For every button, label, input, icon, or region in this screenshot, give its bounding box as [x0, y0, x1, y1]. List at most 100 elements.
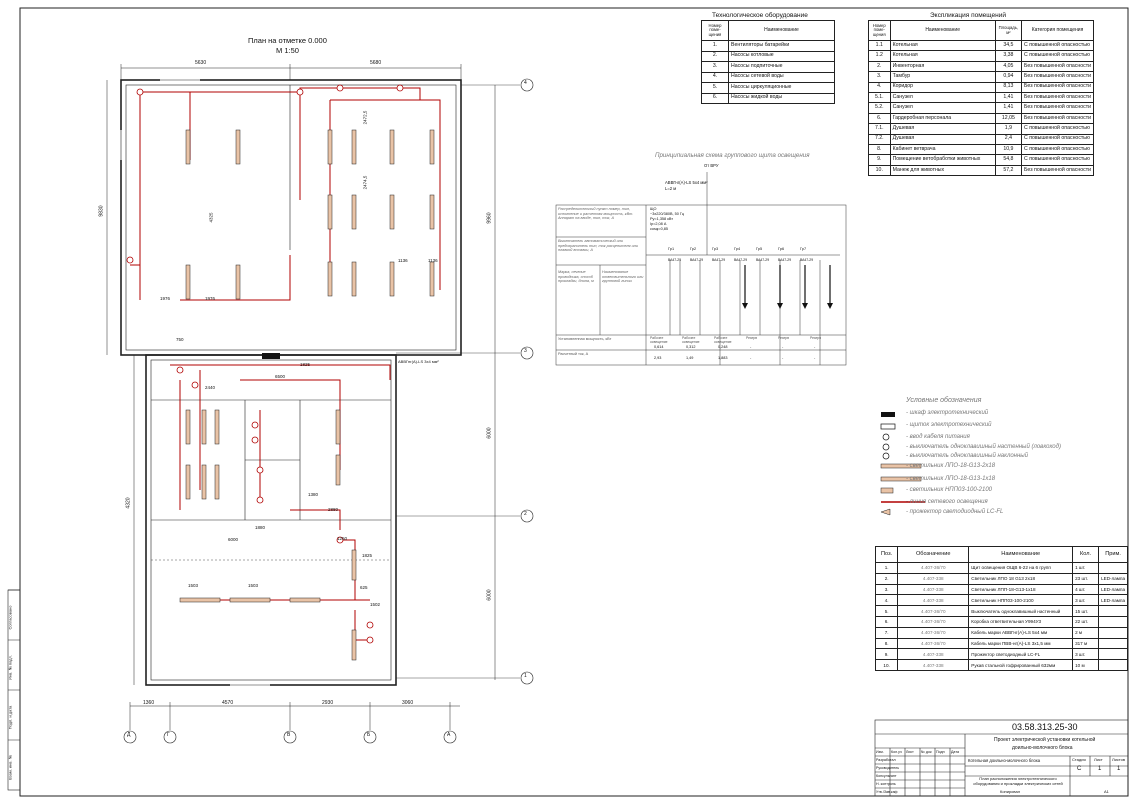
tb-col-header: Подп [936, 750, 945, 754]
spec-cell: 4.407-36/70 [897, 626, 970, 639]
current-value: 2,93 [654, 356, 662, 360]
floor-plan [119, 78, 462, 687]
axis-g: Г [167, 732, 170, 738]
spec-table: Поз. Обозначение Наименование Кол. Прим.… [874, 546, 1128, 671]
power-value: 0,248 [718, 345, 728, 349]
tb-col-header: Кол.уч [891, 750, 902, 754]
axis-d: Д [127, 732, 131, 738]
spec-cell: 3 шт. [1072, 648, 1100, 661]
room-cell: Душевая [889, 123, 996, 135]
tb-role: Консультант [876, 774, 897, 778]
inner-dim: 1976 [205, 296, 216, 301]
equipment-row: 5.Насосы циркуляционные [701, 82, 835, 94]
power-value: 0,614 [654, 345, 664, 349]
tb-col-header: Изм. [876, 750, 884, 754]
schematic-label-line: Наименование ответвительного или группов… [602, 270, 644, 284]
dim-bottom-1: 1360 [143, 700, 155, 706]
grid-axes [396, 84, 520, 679]
sheet-frame [19, 7, 1129, 797]
room-cell: Манеж для животных [889, 164, 996, 177]
room-cell: Без повышенной опасности [1021, 71, 1094, 83]
spec-cell: 4.407-36/70 [897, 637, 970, 650]
col-header: Поз. [874, 546, 899, 563]
equipment-cell: Насосы подпиточные [728, 61, 835, 73]
spec-cell: 4.407-36/70 [897, 615, 970, 628]
legend-item: - щиток электротехнический [906, 422, 992, 428]
panel-spec-line: Iр=2,08 А [650, 221, 667, 226]
group-label: Гр6 [778, 247, 785, 251]
room-cell: Санузел [889, 102, 996, 114]
line-name: Рабочее освещение [714, 336, 732, 344]
room-cell: С повышенной опасностью [1021, 133, 1094, 145]
dim-top-1: 5630 [195, 60, 207, 66]
spec-cell: 4. [874, 594, 899, 607]
room-cell: Без повышенной опасности [1021, 91, 1094, 104]
spec-cell: 6. [874, 615, 899, 628]
breaker-label: ВА47-29 [734, 258, 748, 262]
side-stamp-label: Согласовано [7, 605, 13, 630]
sheet-value: 1 [1098, 766, 1102, 772]
line-name: Резерв [746, 336, 758, 340]
axis-1: 1 [524, 673, 527, 679]
spec-cell: LED-лампа [1098, 583, 1128, 596]
equipment-row: 1.Вентиляторы батарейки [701, 40, 835, 52]
room-cell: 1,41 [994, 91, 1023, 104]
power-value: - [750, 345, 752, 349]
spec-cell [1098, 562, 1128, 574]
spec-cell [1098, 626, 1128, 639]
plan-scale: М 1:50 [276, 46, 299, 55]
spec-cell: 4.407-338 [897, 583, 970, 596]
sheets-value: 1 [1117, 766, 1121, 772]
room-cell: С повышенной опасностью [1021, 143, 1094, 156]
spec-cell: 10 м [1072, 659, 1100, 671]
title-block [874, 719, 1129, 797]
row-power-label: Установленная мощность, кВт [558, 337, 612, 341]
room-cell: 10. [868, 164, 891, 177]
inner-dim: 1976 [160, 296, 171, 301]
inner-dim: 2440 [205, 385, 216, 390]
current-value: 1,883 [718, 356, 728, 360]
inner-dim: 1502 [370, 602, 381, 607]
room-cell: Без повышенной опасности [1021, 164, 1094, 177]
room-cell: 5.2. [868, 102, 891, 114]
equipment-row: 6.Насосы жидкой воды [701, 92, 835, 104]
stage-value: С [1077, 766, 1082, 772]
breaker-label: ВА47-29 [668, 258, 682, 262]
spec-cell: 3 шт. [1072, 594, 1100, 607]
inner-dim: 1380 [308, 492, 319, 497]
room-cell: 7.2. [868, 133, 891, 145]
legend-item: - выключатель одноклавишный настенный (л… [906, 444, 1061, 450]
tb-role: Н. контроль [876, 782, 896, 786]
inner-dim: 2472,5 [362, 110, 368, 125]
breaker-label: ВА47-29 [690, 258, 704, 262]
room-cell: Котельная [889, 50, 996, 62]
current-value: - [782, 356, 784, 360]
side-stamp-label: Подп. и дата [7, 705, 13, 730]
legend-item: - выключатель одноклавишный наклонный [906, 453, 1029, 459]
current-value: - [750, 356, 752, 360]
schematic-arrowheads [742, 303, 833, 309]
current-value: 1,49 [686, 356, 694, 360]
axis-4: 4 [524, 80, 527, 86]
tb-col-header: Лист [906, 750, 914, 754]
room-cell: Без повышенной опасности [1021, 112, 1094, 125]
room-cell: 9. [868, 154, 891, 166]
legend-item: - ввод кабеля питания [906, 434, 970, 440]
equipment-cell: 6. [701, 92, 729, 104]
inner-dim: 1136 [428, 258, 438, 263]
schematic-label-panel: Распределительный пункт номер, тип, испо… [558, 207, 634, 221]
group-label: Гр1 [668, 247, 675, 251]
room-cell: 8. [868, 143, 891, 156]
legend-item: - линия сетевого освещения [906, 499, 988, 505]
inner-dim: 1503 [248, 583, 259, 588]
room-cell: Коридор [889, 81, 996, 93]
spec-cell: Рукав стальной гофрированный 632мм [968, 659, 1074, 671]
equipment-cell: Насосы циркуляционные [728, 82, 835, 94]
spec-cell: 1 шт. [1072, 562, 1100, 574]
sheets-header: Листов [1112, 757, 1125, 762]
dim-left-1: 9830 [98, 205, 105, 217]
